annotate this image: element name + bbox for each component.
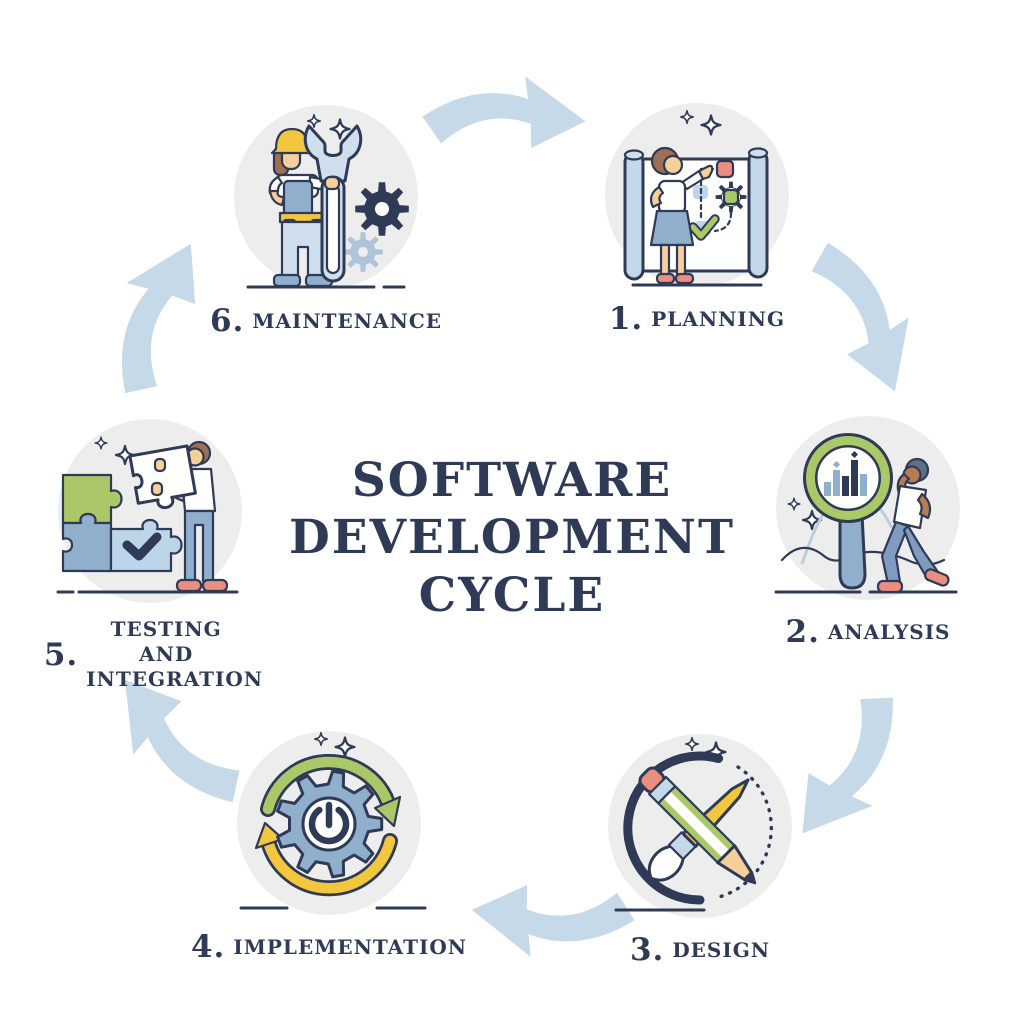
curved-arrow-icon [419,63,591,163]
planning-board [623,147,769,281]
design-illustration [608,734,792,918]
magnifier-chart-icon [803,433,893,590]
worker-hand [323,175,341,191]
cycle-arrows-icon [254,753,402,897]
stage-testing-integration: 5. TESTING AND INTEGRATION [43,411,264,692]
stage-name: PLANNING [651,307,786,331]
yellow-cycle-arrow [262,835,396,894]
stage-label-analysis: 2. ANALYSIS [768,614,968,650]
flow-arrow-6-to-1 [414,55,595,170]
hand [150,481,164,497]
stage-label-implementation: 4. IMPLEMENTATION [191,929,466,965]
stage-number: 1. [608,301,644,337]
stage-number: 6. [209,303,245,339]
stage-number: 2. [785,614,820,650]
gears-icon [343,182,409,272]
analysis-illustration [774,416,960,600]
stage-design: 3. DESIGN [600,726,800,968]
testing-illustration [56,419,242,603]
flow-arrow-1-to-2 [798,220,938,410]
solid-arc [623,751,724,905]
diagram-title: SOFTWARE DEVELOPMENT CYCLE [252,452,772,624]
planning-illustration [605,103,789,287]
stage-name: TESTING AND INTEGRATION [86,617,264,691]
stage-name: IMPLEMENTATION [233,935,468,959]
task-square-red [715,159,735,179]
stage-number: 4. [190,929,226,965]
hand [153,457,167,473]
stage-number: 5. [43,636,79,673]
curved-arrow-icon [804,226,930,405]
checkmark-icon [690,216,718,239]
stage-label-testing-integration: 5. TESTING AND INTEGRATION [43,617,264,692]
stage-analysis: 2. ANALYSIS [768,408,968,650]
power-icon [308,806,350,845]
gear-power-icon [276,769,384,879]
puzzle-piece-white [128,444,197,509]
maintenance-illustration [234,105,418,289]
dashed-arc [713,765,774,900]
woman-figure [649,146,714,285]
curved-arrow-icon [78,225,228,406]
stage-maintenance: 6. MAINTENANCE [210,97,441,339]
title-line: SOFTWARE [351,453,673,508]
stage-number: 3. [629,932,665,968]
analyst-figure [876,457,950,594]
implementation-illustration [237,731,427,915]
stage-name: ANALYSIS [827,620,951,644]
skirt [649,209,695,247]
stage-label-design: 3. DESIGN [600,932,800,968]
stage-label-planning: 1. PLANNING [597,301,797,337]
wrench-icon [303,124,363,283]
stage-name: DESIGN [672,938,771,962]
pencil-icon [638,766,757,885]
checkmark-icon [122,532,162,561]
title-line: CYCLE [418,567,606,623]
magnifier-handle [838,512,867,590]
stage-label-maintenance: 6. MAINTENANCE [210,303,441,339]
puzzle-icon [61,444,197,573]
stage-implementation: 4. IMPLEMENTATION [191,723,466,965]
stage-planning: 1. PLANNING [597,95,797,337]
title-line: DEVELOPMENT [289,510,735,566]
task-square-green [722,188,740,206]
stage-name: MAINTENANCE [252,309,443,333]
green-cycle-arrow [262,756,394,815]
